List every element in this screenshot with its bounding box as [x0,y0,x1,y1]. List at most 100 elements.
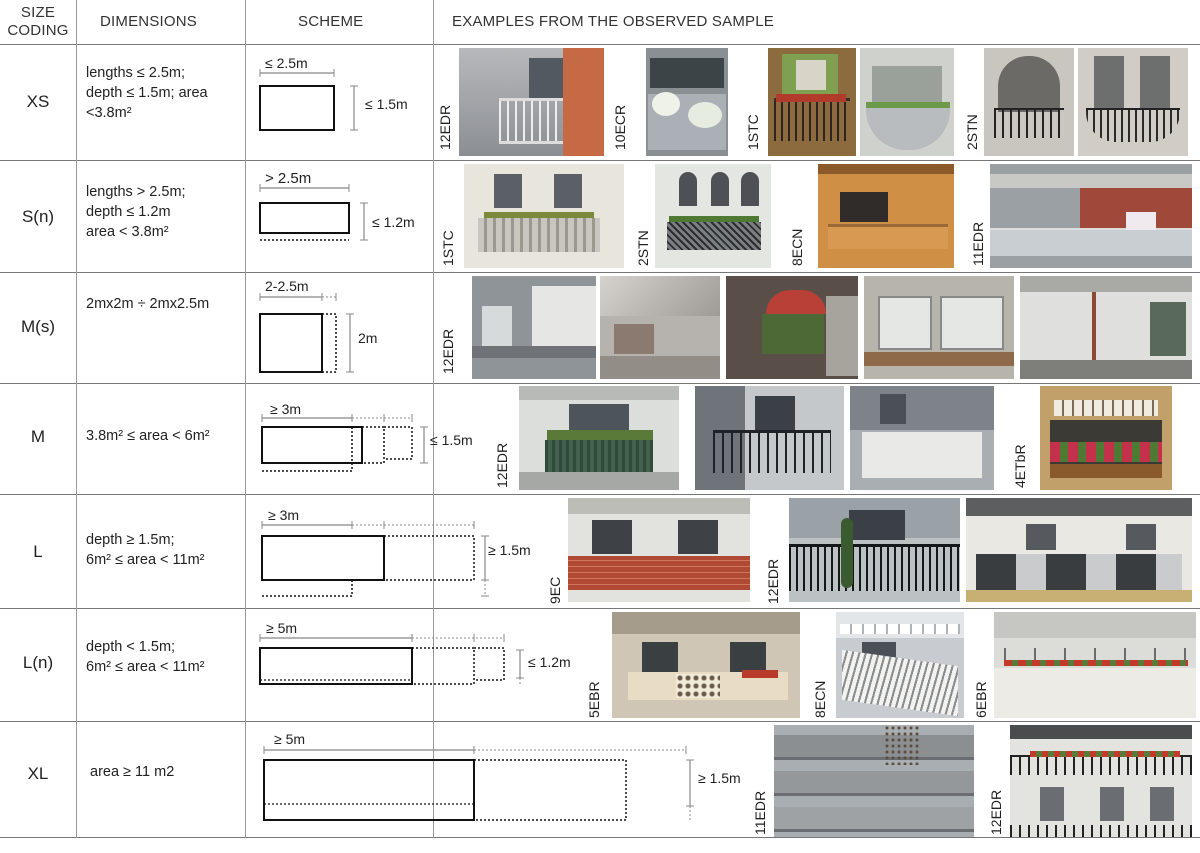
example-photo [1040,386,1172,490]
example-photo [568,498,750,602]
example-photo [818,164,954,268]
example-photo [600,276,720,379]
header-size-line2: CODING [7,22,69,39]
example-photo [966,498,1192,602]
dim-line: 2mx2m ÷ 2mx2.5m [86,296,210,312]
photo-code: 9EC [547,576,563,604]
length-label: > 2.5m [265,170,311,187]
example-photo [768,48,856,156]
size-code-m: M [30,427,46,446]
grid-line [0,837,1200,838]
length-label: ≥ 5m [266,620,297,636]
dim-line: lengths > 2.5m; [86,184,186,200]
dim-line: 6m² ≤ area < 11m² [86,552,205,568]
photo-code: 5EBR [586,681,602,718]
size-code-m-s: M(s) [21,317,55,336]
dim-line: <3.8m² [86,105,132,121]
grid-line [0,272,1200,273]
length-label: ≤ 2.5m [265,55,308,71]
example-photo [1010,725,1192,837]
dim-line: 3.8m² ≤ area < 6m² [86,428,210,444]
example-photo [519,386,679,490]
photo-code: 8ECN [812,680,828,718]
size-code-s-n: S(n) [21,207,55,226]
photo-code: 11EDR [970,221,986,266]
balcony-outline [259,85,335,131]
example-photo [464,164,624,268]
photo-code: 6EBR [973,681,989,718]
dim-line: depth ≤ 1.5m; area [86,85,208,101]
dim-line: area < 3.8m² [86,224,169,240]
scheme-s-n: > 2.5m ≤ 1.2m [259,170,415,241]
balcony-outline [261,535,385,581]
depth-label: ≤ 1.5m [365,96,408,112]
dim-line: depth ≤ 1.2m [86,204,171,220]
header-scheme: SCHEME [298,13,364,30]
example-photo [789,498,960,602]
example-photo [472,276,596,379]
dim-line: depth ≥ 1.5m; [86,532,175,548]
photo-code: 1STC [745,114,761,150]
dimensions-xl: area ≥ 11 m2 [90,762,250,782]
example-photo [726,276,858,379]
depth-label: 2m [358,330,377,346]
header-size-coding: SIZE CODING [0,4,76,40]
depth-label: ≥ 1.5m [488,542,531,558]
example-photo [860,48,954,156]
grid-line [0,494,1200,495]
grid-line [0,383,1200,384]
photo-code: 12EDR [765,558,781,604]
example-photo [1078,48,1188,156]
scheme-l: ≥ 3m ≥ 1.5m [261,507,531,597]
depth-label: ≤ 1.5m [430,432,473,448]
size-code-l: L [33,542,43,561]
photo-code: 10ECR [612,104,628,150]
grid-line [76,0,77,838]
photo-code: 2STN [964,114,980,150]
header-size-line1: SIZE [20,4,56,21]
header-dimensions: DIMENSIONS [100,13,198,30]
example-photo [864,276,1014,379]
photo-code: 12EDR [440,328,456,374]
grid-line [0,44,1200,45]
depth-label: ≥ 1.5m [698,770,741,786]
example-photo [1020,276,1192,379]
dim-line: area ≥ 11 m2 [90,764,175,780]
scheme-m: ≥ 3m ≤ 1.5m [261,401,473,472]
photo-code: 12EDR [437,104,453,150]
dimensions-s-n: lengths > 2.5m; depth ≤ 1.2m area < 3.8m… [86,182,246,242]
photo-code: 11EDR [752,790,768,835]
grid-line [0,721,1200,722]
dimensions-xs: lengths ≤ 2.5m; depth ≤ 1.5m; area <3.8m… [86,63,246,123]
scheme-xl: ≥ 5m ≥ 1.5m [263,731,741,822]
dim-line: depth < 1.5m; [86,639,176,655]
balcony-outline [261,426,363,464]
grid-line [245,0,246,838]
length-label: ≥ 3m [270,401,301,417]
photo-code: 2STN [635,230,651,266]
example-photo [994,612,1196,718]
example-photo [836,612,964,718]
example-photo [646,48,728,156]
length-label: ≥ 5m [274,731,305,747]
dim-line: 6m² ≤ area < 11m² [86,659,205,675]
balcony-outline [259,647,413,685]
size-code-xs: XS [26,92,50,111]
example-photo [990,164,1192,268]
size-code-xl: XL [27,764,49,783]
depth-label: ≤ 1.2m [528,654,571,670]
example-photo [612,612,800,718]
balcony-outline [259,313,323,373]
scheme-l-n: ≥ 5m ≤ 1.2m [259,620,571,686]
example-photo [774,725,974,837]
photo-code: 1STC [440,230,456,266]
example-photo [850,386,994,490]
header-examples: EXAMPLES FROM THE OBSERVED SAMPLE [452,13,774,30]
depth-label: ≤ 1.2m [372,214,415,230]
scheme-xs: ≤ 2.5m ≤ 1.5m [259,55,408,131]
length-label: 2-2.5m [265,278,309,294]
grid-line [433,0,434,838]
example-photo [459,48,604,156]
photo-code: 4ETbR [1012,444,1028,488]
grid-line [0,608,1200,609]
